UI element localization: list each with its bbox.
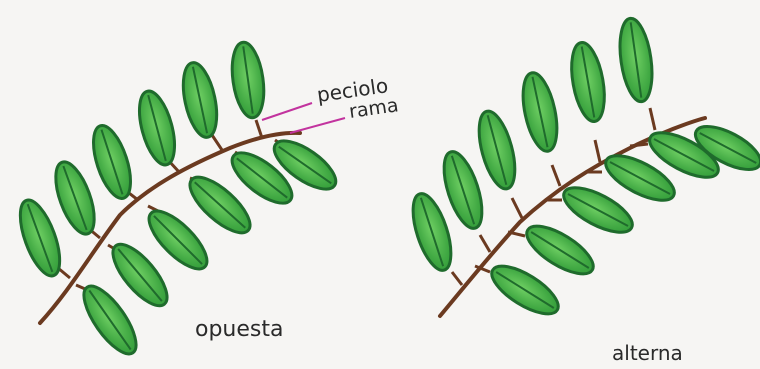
leaf <box>566 40 609 124</box>
leaf <box>472 107 522 192</box>
petiole-pointer <box>262 103 312 120</box>
opposite-arrangement: peciolo rama opuesta <box>12 40 400 361</box>
leaf <box>517 70 563 154</box>
leaf <box>12 195 68 280</box>
leaf <box>615 16 656 103</box>
opposite-label: opuesta <box>195 317 283 342</box>
leaf <box>86 121 138 203</box>
alternate-leaves <box>405 16 760 323</box>
alternate-label: alterna <box>612 341 683 365</box>
leaf <box>133 87 182 168</box>
leaf <box>48 157 102 239</box>
leaf <box>520 217 600 283</box>
leaf <box>228 40 268 119</box>
opposite-leaves <box>12 40 343 361</box>
leaf <box>177 60 222 141</box>
leaf <box>485 257 565 323</box>
branch-pointer <box>290 118 345 133</box>
alternate-arrangement: alterna <box>405 16 760 365</box>
